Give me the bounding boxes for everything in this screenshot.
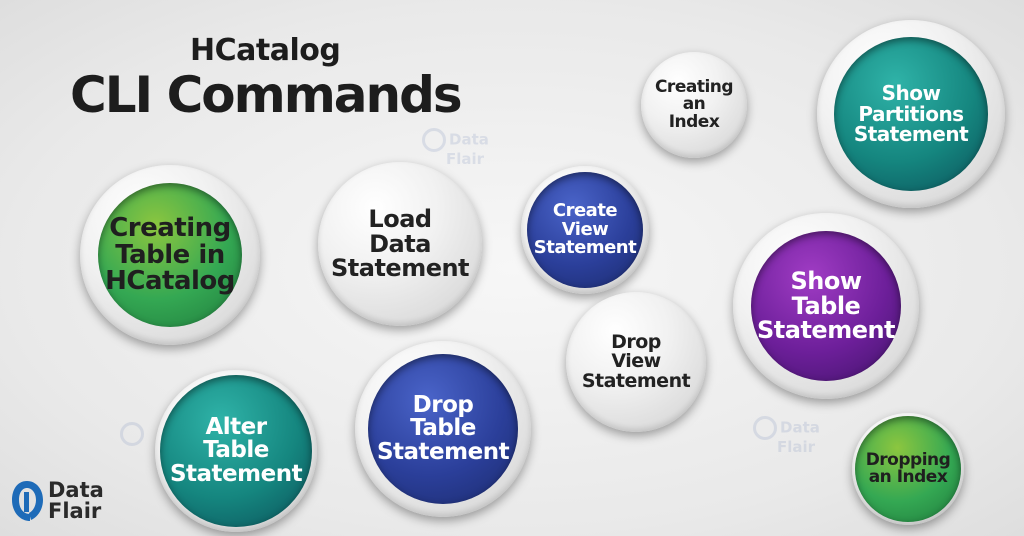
dataflair-watermark-icon: [120, 422, 144, 446]
logo-line-data: Data: [48, 478, 104, 502]
dataflair-watermark-icon: [422, 128, 446, 152]
dataflair-logo: Data Flair: [10, 478, 130, 528]
dataflair-logo-text: Data Flair: [48, 480, 104, 522]
title-small: HCatalog: [190, 33, 341, 68]
dataflair-logo-icon: [12, 481, 43, 521]
watermark-3: [120, 422, 147, 446]
title-big: CLI Commands: [70, 66, 463, 124]
dataflair-watermark-icon: [753, 416, 777, 440]
logo-line-flair: Flair: [48, 499, 102, 523]
